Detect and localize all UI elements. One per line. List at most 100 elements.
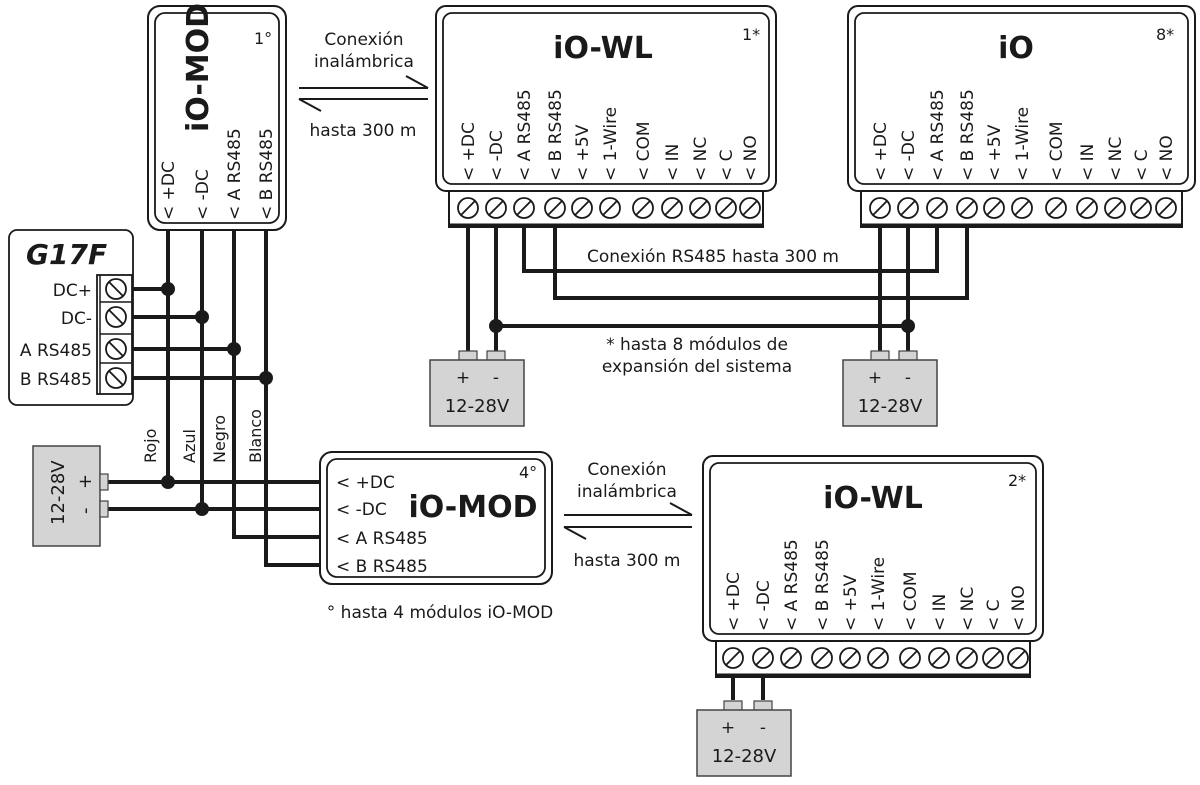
pin-label: < +DC	[724, 572, 744, 631]
psu-body	[429, 359, 525, 427]
module-inner-body	[442, 12, 770, 185]
pin-label: < +5V	[573, 124, 593, 181]
screw-slot	[842, 650, 858, 666]
pin-label: < NO	[741, 135, 761, 181]
screw-terminal-icon	[1155, 197, 1177, 219]
screw-slot	[635, 200, 651, 216]
screw-terminal-icon	[780, 647, 802, 669]
screw-slot	[959, 650, 975, 666]
screw-slot	[725, 650, 741, 666]
pin-label: < NO	[1009, 585, 1029, 631]
screw-terminal-icon	[105, 338, 127, 360]
screw-terminal-icon	[1104, 197, 1126, 219]
screw-terminal-icon	[105, 278, 127, 300]
junction-dot	[161, 475, 175, 489]
io-8-index: 8*	[1156, 25, 1174, 44]
screw-slot	[929, 200, 945, 216]
wireless-top-line2: inalámbrica	[314, 52, 414, 72]
screw-terminal-icon	[983, 197, 1005, 219]
screw-terminal-icon	[571, 197, 593, 219]
screw-terminal-icon	[1045, 197, 1067, 219]
wireless-top-range: hasta 300 m	[310, 121, 417, 141]
wire-rs485-a	[522, 225, 939, 273]
pin-label: < -DC	[754, 580, 774, 631]
screw-slot	[872, 200, 888, 216]
screw-terminal-icon	[632, 197, 654, 219]
psu-terminal-minus	[99, 500, 109, 518]
screw-terminal-icon	[956, 647, 978, 669]
io-mod-1-title: iO-MOD	[181, 3, 216, 132]
screw-slot	[1079, 200, 1095, 216]
io-mod-1-module	[147, 5, 287, 231]
pin-label: < NC	[691, 137, 711, 181]
psu-plus-label: +	[721, 718, 735, 738]
psu-body	[696, 709, 792, 777]
pin-label: < COM	[1047, 121, 1067, 181]
screw-terminal-icon	[513, 197, 535, 219]
psu-plus-label: +	[75, 474, 96, 489]
pin-label: < B RS485	[336, 557, 428, 577]
g17f-terminal-label: B RS485	[20, 370, 92, 390]
screw-terminal-icon	[899, 647, 921, 669]
g17f-terminal-label: A RS485	[20, 341, 92, 361]
screw-terminal-icon	[105, 367, 127, 389]
pin-label: < +5V	[841, 574, 861, 631]
screw-terminal-icon	[839, 647, 861, 669]
screw-slot	[1048, 200, 1064, 216]
screw-terminal-icon	[105, 306, 127, 328]
psu-minus-label: -	[905, 368, 911, 388]
pin-label: < +DC	[159, 161, 179, 220]
screw-slot	[718, 200, 734, 216]
g17f-module	[8, 229, 134, 406]
wireless-bottom-range: hasta 300 m	[574, 551, 681, 571]
screw-slot	[783, 650, 799, 666]
iomod-note: ° hasta 4 módulos iO-MOD	[327, 603, 553, 623]
screw-terminal-icon	[1130, 197, 1152, 219]
screw-terminal-icon	[982, 647, 1004, 669]
io-wl-2-title: iO-WL	[823, 481, 923, 516]
pin-label: < -DC	[336, 500, 387, 520]
io-8-module	[847, 5, 1196, 228]
screw-slot	[108, 341, 124, 357]
arrow-left-head	[298, 98, 322, 112]
wire-rs485-b	[553, 225, 969, 300]
screw-terminal-icon	[811, 647, 833, 669]
screw-slot	[574, 200, 590, 216]
pin-label: < IN	[1078, 144, 1098, 181]
screw-terminal-icon	[599, 197, 621, 219]
screw-terminal-icon	[1011, 197, 1033, 219]
screw-slot	[1010, 650, 1026, 666]
screw-terminal-icon	[544, 197, 566, 219]
screw-slot	[460, 200, 476, 216]
g17f-title: G17F	[26, 238, 107, 271]
arrow-left-head	[563, 526, 587, 540]
psu-terminal-plus	[99, 473, 109, 491]
psu-voltage-label: 12-28V	[858, 396, 923, 417]
screw-terminal-icon	[1007, 647, 1029, 669]
wire-black	[232, 222, 322, 539]
pin-label: < 1-Wire	[601, 107, 621, 181]
screw-slot	[900, 200, 916, 216]
screw-slot	[602, 200, 618, 216]
screw-terminal-icon	[689, 197, 711, 219]
screw-slot	[814, 650, 830, 666]
screw-terminal-icon	[897, 197, 919, 219]
modules	[8, 5, 1196, 777]
wire-label-red: Rojo	[141, 429, 160, 463]
wire-label-black: Negro	[210, 415, 229, 463]
pin-label: < B RS485	[257, 128, 277, 220]
wireless-link-top-arrows	[298, 75, 429, 112]
junction-dot	[195, 502, 209, 516]
io-wl-1-module	[435, 5, 777, 228]
screw-slot	[692, 200, 708, 216]
wire-white	[264, 222, 322, 567]
rs485-note: Conexión RS485 hasta 300 m	[587, 247, 839, 267]
pin-label: < B RS485	[958, 89, 978, 181]
pin-label: < B RS485	[813, 539, 833, 631]
screw-slot	[1014, 200, 1030, 216]
psu-minus-label: -	[75, 508, 96, 515]
pin-label: < +5V	[985, 124, 1005, 181]
screw-terminal-icon	[485, 197, 507, 219]
texts: iO-MOD 1° iO-WL 1* iO 8* iO-WL 2* iO-MOD…	[20, 3, 1177, 767]
